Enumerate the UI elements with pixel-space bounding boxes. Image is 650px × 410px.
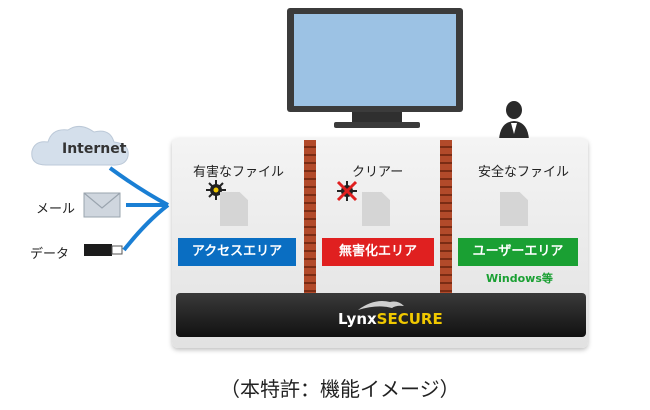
- mail-label: メール: [36, 202, 76, 217]
- data-label: データ: [30, 247, 70, 262]
- document-icon: [362, 192, 390, 226]
- zone-title-safe: 安全なファイル: [478, 165, 570, 180]
- lynxsecure-platform: [176, 293, 586, 337]
- virus-icon: [206, 180, 226, 200]
- input-lines: [108, 166, 170, 252]
- monitor-icon: [287, 8, 463, 128]
- firewall-wall: [440, 140, 452, 304]
- cloud-icon: [31, 126, 129, 166]
- firewall-wall: [304, 140, 316, 304]
- document-icon: [220, 192, 248, 226]
- internet-label: Internet: [62, 141, 127, 157]
- caption: （本特許：機能イメージ）: [220, 377, 460, 401]
- zone-user-sub: Windows等: [486, 272, 553, 285]
- zone-sanitize-area: 無害化エリア: [322, 238, 434, 266]
- mail-icon: [83, 192, 121, 218]
- lynxsecure-logo: LynxSECURE: [338, 310, 443, 328]
- zone-title-clear: クリアー: [352, 165, 404, 180]
- document-icon: [500, 192, 528, 226]
- zone-title-harmful: 有害なファイル: [193, 165, 285, 180]
- usb-icon: [84, 244, 123, 256]
- zone-user-area: ユーザーエリア: [458, 238, 578, 266]
- lynx-logo-mark: [358, 301, 404, 310]
- virus-icon: [336, 180, 358, 202]
- zone-access-area: アクセスエリア: [178, 238, 296, 266]
- user-icon: [499, 101, 529, 140]
